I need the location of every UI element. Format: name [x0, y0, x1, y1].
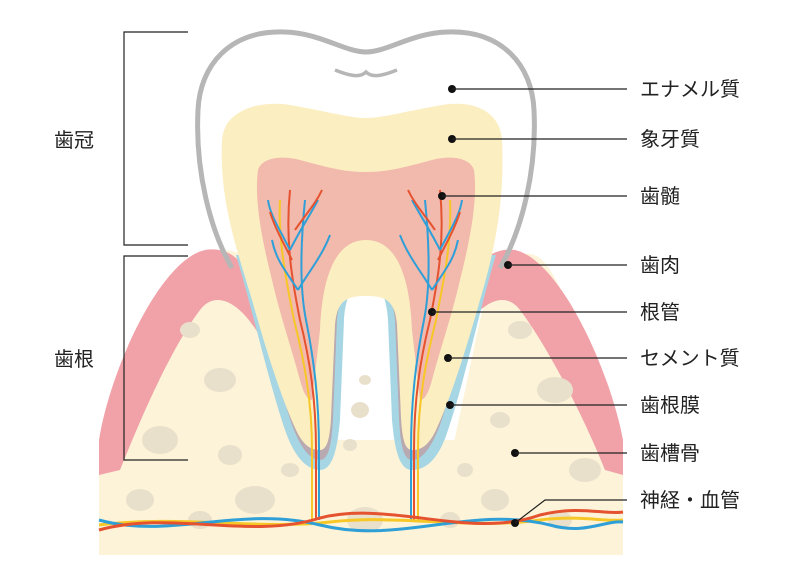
leader-periodontal-membrane: [446, 401, 627, 409]
label-enamel: エナメル質: [640, 77, 740, 101]
leader-gum: [504, 261, 627, 269]
label-pulp: 歯髄: [640, 184, 680, 208]
region-label-crown: 歯冠: [54, 128, 94, 152]
label-alveolar-bone: 歯槽骨: [640, 441, 700, 465]
nerve-bundle: [98, 508, 624, 533]
leader-cementum: [444, 354, 627, 362]
alveolar-bone: [99, 250, 623, 555]
label-cementum: セメント質: [640, 346, 740, 370]
root-bracket: [123, 255, 188, 461]
leader-enamel: [448, 85, 627, 93]
region-label-root: 歯根: [54, 347, 94, 371]
nerves-vessels: [267, 189, 463, 520]
leader-nerves-vessels: [511, 499, 627, 527]
label-nerves-vessels: 神経・血管: [640, 488, 740, 512]
crown-bracket: [123, 31, 188, 246]
gum: [99, 249, 262, 475]
leader-pulp: [438, 192, 627, 200]
enamel-notch: [334, 68, 398, 78]
leader-root-canal: [428, 308, 627, 316]
label-root-canal: 根管: [640, 300, 680, 324]
label-dentin: 象牙質: [640, 127, 700, 151]
label-gum: 歯肉: [640, 253, 680, 277]
label-periodontal-membrane: 歯根膜: [640, 393, 700, 417]
leader-dentin: [448, 135, 627, 143]
leader-alveolar-bone: [511, 449, 627, 457]
enamel: [195, 29, 537, 270]
